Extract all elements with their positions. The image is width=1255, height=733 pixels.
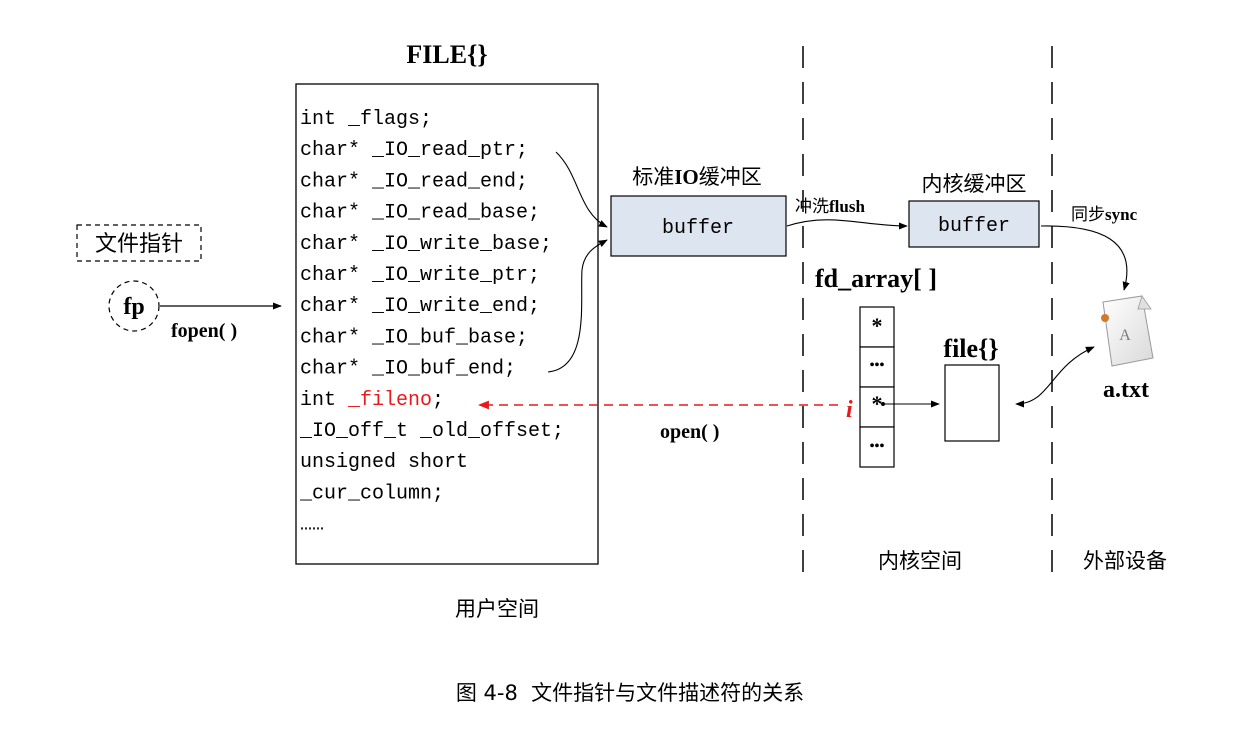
fd-array-cell [859, 386, 895, 428]
device-file-name: a.txt [1103, 377, 1149, 403]
struct-field: char* _IO_buf_end; [300, 358, 516, 381]
struct-field: char* _IO_write_end; [300, 295, 540, 318]
fileno-part: int [300, 389, 348, 412]
struct-field: _cur_column; [299, 482, 444, 505]
struct-field: char* _IO_read_base; [300, 202, 540, 225]
user-space-label: 用户空间 [455, 597, 539, 621]
open-label: open( ) [660, 421, 719, 443]
flush-arrow [786, 219, 908, 230]
file-pointer-label: 文件指针 [95, 232, 183, 257]
document-icon: A [1101, 295, 1154, 367]
sync-arrow [1040, 225, 1130, 291]
kernel-file-title: file{} [943, 334, 998, 363]
flush-label: 冲洗flush [795, 197, 865, 217]
fd-array-cell [859, 346, 895, 388]
file-pointer-label-box [76, 224, 202, 262]
buf-end-arrow [547, 239, 608, 373]
file-device-link [1015, 346, 1095, 408]
kernel-space-label: 内核空间 [878, 549, 962, 573]
struct-field: char* _IO_write_ptr; [300, 264, 540, 287]
fd-cell-label: ••• [870, 439, 885, 454]
fileno-name: _fileno [347, 389, 432, 412]
struct-field: char* _IO_buf_base; [300, 326, 528, 349]
kernel-buffer-box [908, 200, 1040, 248]
fd-array-title: fd_array[ ] [815, 264, 937, 293]
struct-field: char* _IO_read_ptr; [300, 139, 528, 162]
external-device-label: 外部设备 [1083, 549, 1167, 573]
fd-pointer-dot [881, 402, 885, 406]
kernel-buffer-text: buffer [938, 215, 1010, 238]
fp-circle [108, 280, 160, 332]
fp-label: fp [123, 294, 144, 320]
struct-field: unsigned short [300, 451, 468, 474]
document-icon-letter: A [1119, 327, 1131, 344]
kernel-buffer-label: 内核缓冲区 [922, 172, 1027, 196]
std-io-buffer-box [610, 195, 787, 257]
struct-field: char* _IO_read_end; [300, 170, 528, 193]
figure-caption: 图 4-8 文件指针与文件描述符的关系 [456, 681, 804, 705]
fopen-label: fopen( ) [171, 320, 237, 342]
struct-field: …… [300, 514, 324, 537]
sync-label: 同步sync [1071, 205, 1138, 225]
fd-index-label: i [846, 397, 853, 423]
std-io-buffer-label: 标准IO缓冲区 [632, 165, 762, 189]
fd-cell-label: ••• [870, 358, 885, 373]
struct-field-fileno: int _fileno; [300, 389, 444, 412]
fd-cell-label: * [872, 391, 883, 416]
file-struct-title: FILE{} [406, 40, 487, 69]
std-io-buffer-text: buffer [662, 217, 734, 240]
read-ptr-arrow [555, 151, 608, 228]
struct-field: char* _IO_write_base; [300, 233, 552, 256]
fd-array-cell [859, 426, 895, 468]
struct-field: _IO_off_t _old_offset; [299, 420, 564, 443]
kernel-file-box [944, 364, 1000, 442]
struct-field: int _flags; [300, 108, 432, 131]
file-struct-box [295, 83, 599, 565]
fileno-part: ; [432, 389, 444, 412]
fd-cell-label: * [872, 313, 883, 338]
fd-array-table [859, 306, 895, 468]
fd-array-cell [859, 306, 895, 348]
